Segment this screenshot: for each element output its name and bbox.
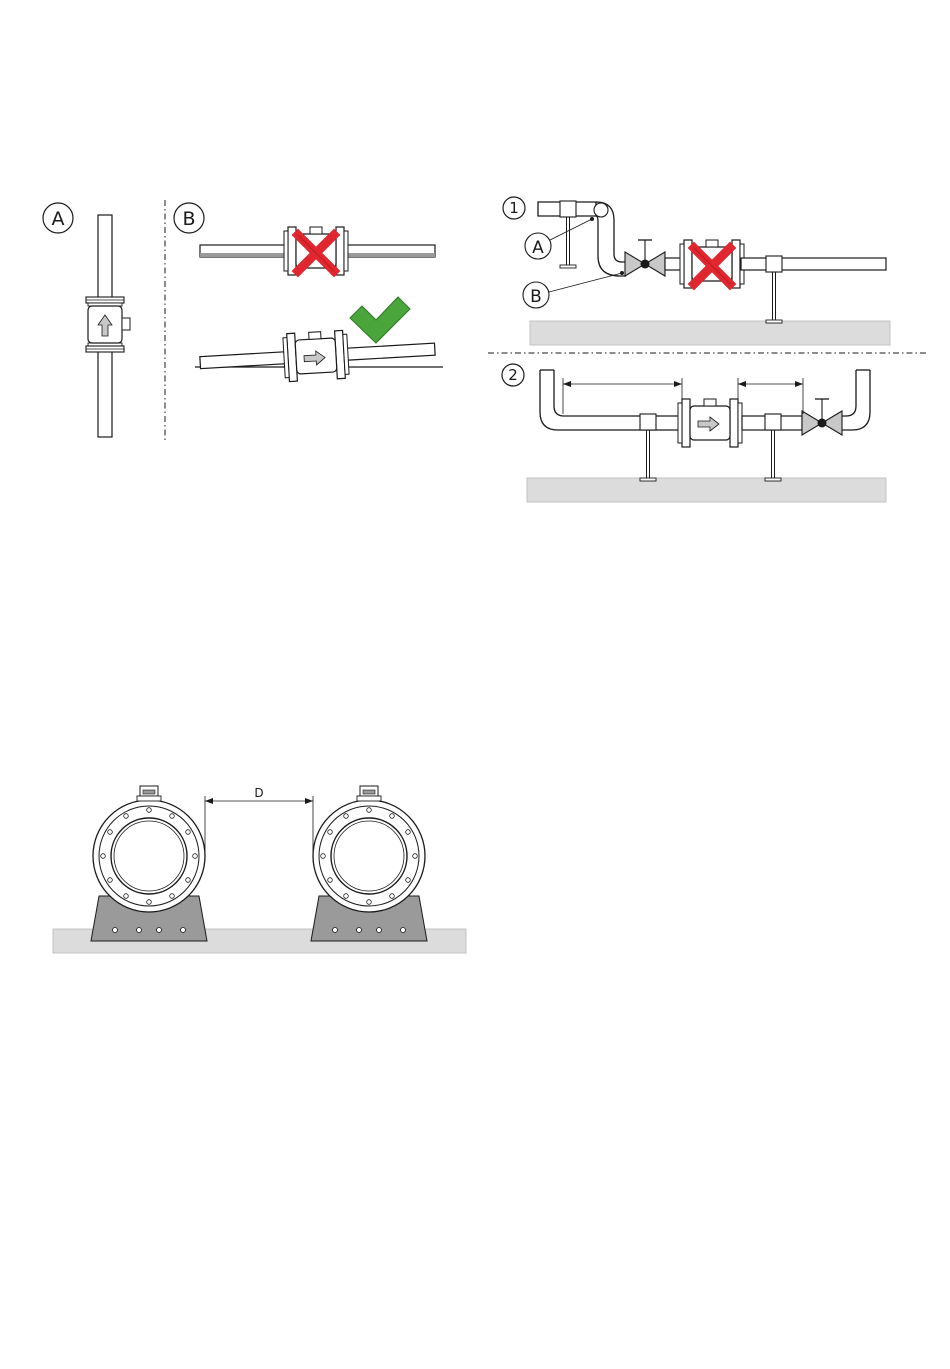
pipe-system-two xyxy=(540,370,870,481)
ground-top xyxy=(530,321,890,345)
pipe-system-one: A B xyxy=(523,201,886,323)
label-two-circle: 2 xyxy=(502,364,524,386)
dimension-d: D xyxy=(205,786,313,856)
label-one-circle: 1 xyxy=(503,197,525,219)
ground-middle xyxy=(527,478,886,502)
panel-spacing: D xyxy=(53,786,466,953)
dimension-d-label: D xyxy=(254,786,263,800)
label-b: B xyxy=(182,208,195,230)
inclined-pipe-right xyxy=(195,297,443,387)
label-two: 2 xyxy=(508,366,518,384)
label-b-leader: B xyxy=(530,287,542,307)
label-a-circle: A xyxy=(43,203,73,233)
panel-orientation: A B xyxy=(43,200,443,443)
label-b-circle: B xyxy=(174,203,204,233)
check-icon xyxy=(350,297,410,343)
label-one: 1 xyxy=(509,199,519,217)
vertical-pipe xyxy=(86,215,130,437)
label-a: A xyxy=(52,208,65,230)
large-meter-left xyxy=(91,786,207,941)
panel-piping: 1 A xyxy=(488,197,928,502)
label-a-leader: A xyxy=(532,238,544,258)
large-meter-right xyxy=(311,786,427,941)
horizontal-pipe-wrong xyxy=(200,227,435,275)
